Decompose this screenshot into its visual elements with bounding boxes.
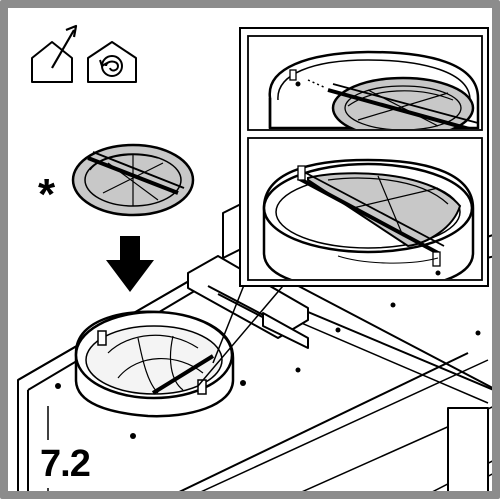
step-number: 7.2 [38, 440, 96, 488]
installation-illustration [17, 24, 492, 491]
house-with-duct-outlet-icon [31, 24, 78, 83]
house-with-recirculation-icon [87, 41, 137, 83]
optional-accessory-marker: * [38, 170, 56, 219]
anti-odour-filter-flap [71, 143, 195, 217]
detail-leader-lines [197, 279, 289, 387]
detail-step-one [268, 50, 480, 129]
insert-direction-arrow [106, 236, 154, 292]
detail-step-two [262, 158, 475, 279]
outlet-collar [74, 310, 235, 418]
